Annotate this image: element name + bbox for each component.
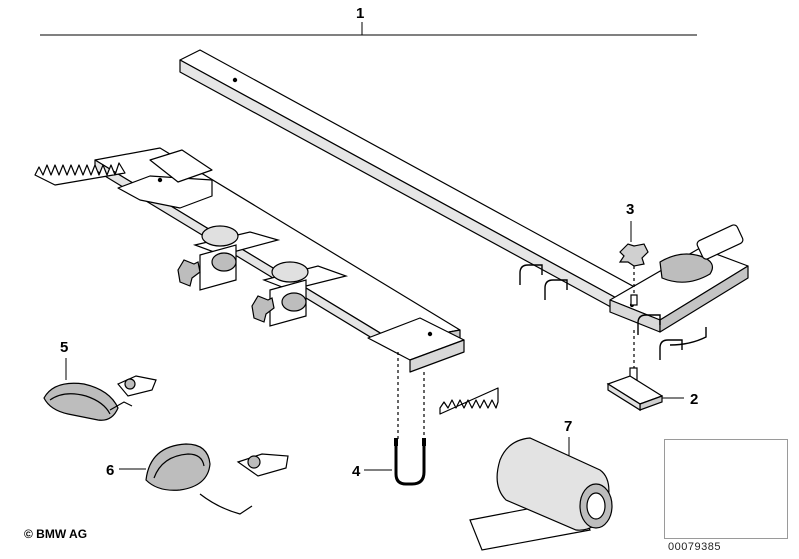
copyright-notice: © BMW AG	[24, 527, 88, 541]
star-knob-icon	[618, 243, 649, 306]
image-number: 00079385	[668, 541, 721, 553]
location-thumbnail-frame	[664, 439, 788, 539]
clamp-block-2	[251, 261, 349, 327]
callout-5-label: 5	[60, 339, 68, 356]
callout-5[interactable]: 5	[60, 339, 68, 380]
nut-plate	[606, 330, 664, 412]
rolled-mat	[469, 437, 613, 551]
callout-6-label: 6	[106, 462, 114, 479]
cross-arm	[34, 147, 499, 415]
callout-3-label: 3	[626, 201, 634, 218]
callout-4[interactable]: 4	[352, 463, 392, 480]
main-rail	[179, 49, 641, 313]
callout-2[interactable]: 2	[662, 391, 698, 408]
strap-5	[43, 375, 157, 421]
rail-end-clamp	[609, 224, 749, 333]
strap-6	[145, 443, 289, 515]
callout-4-label: 4	[352, 463, 361, 480]
callout-3[interactable]: 3	[626, 201, 634, 242]
callout-6[interactable]: 6	[106, 462, 146, 479]
callout-7-label: 7	[564, 418, 572, 435]
callout-1[interactable]: 1	[40, 5, 697, 36]
u-bolt	[394, 352, 426, 486]
callout-1-label: 1	[356, 5, 364, 22]
callout-2-label: 2	[690, 391, 698, 408]
rail-hooks	[519, 264, 707, 360]
clamp-block-1	[177, 225, 281, 291]
